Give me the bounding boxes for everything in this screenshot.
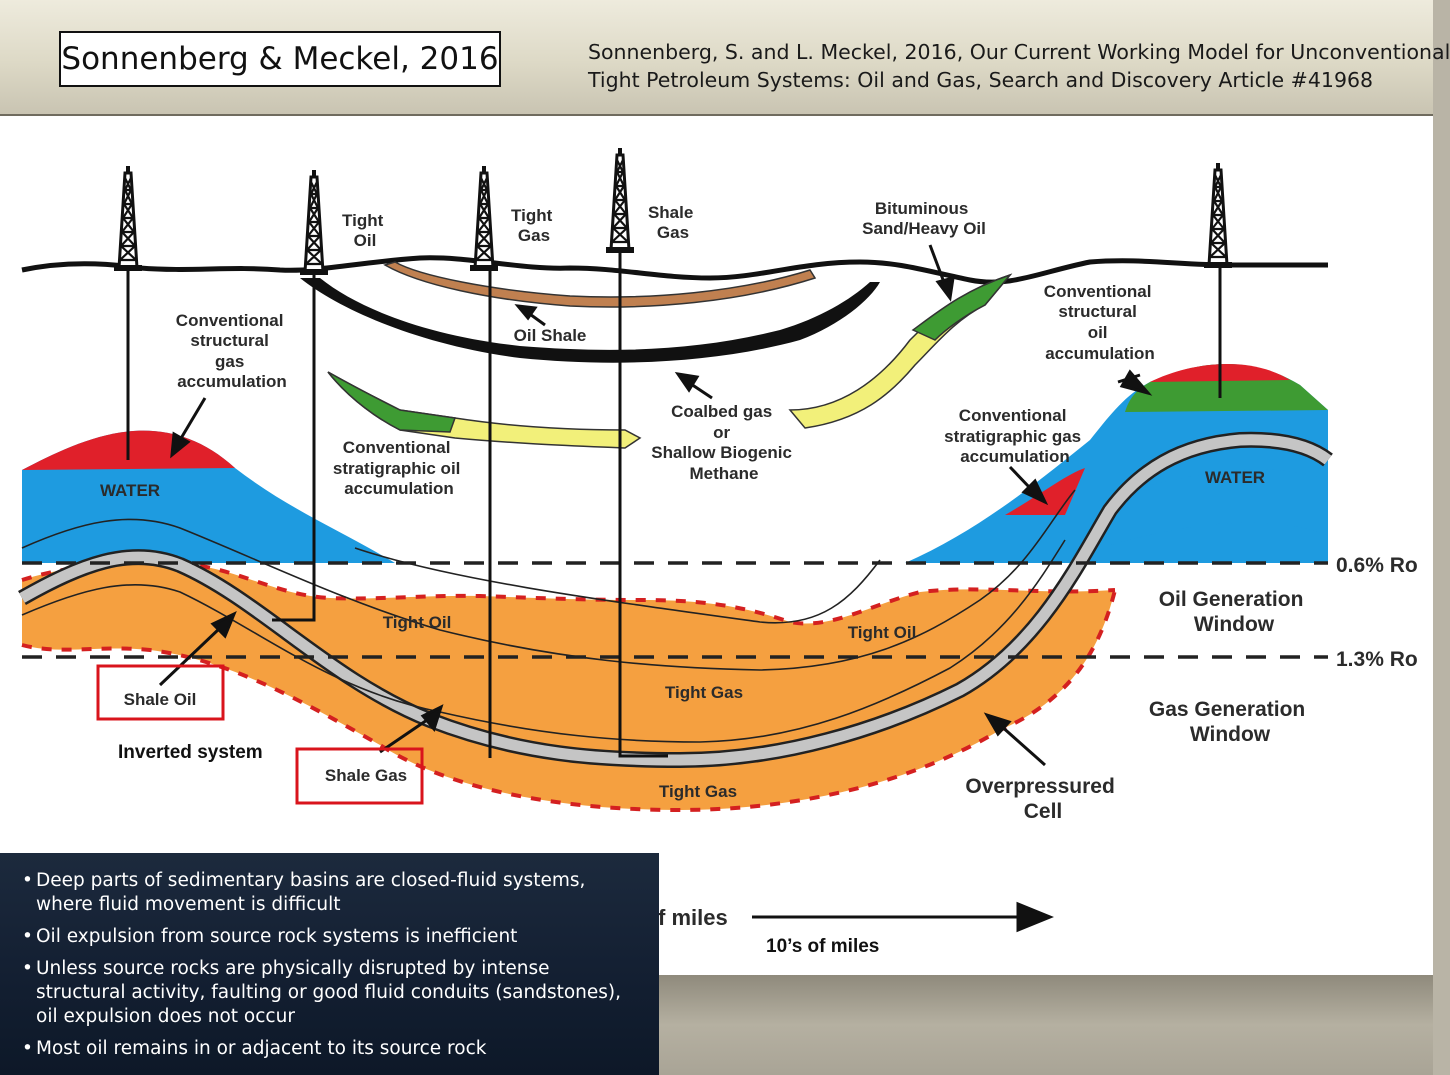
orange-bottom-dash: [21, 589, 1117, 813]
derrick-5-icon: [1202, 161, 1234, 270]
svg-text:Conventional structural: Conventional structural oil accumulation: [1044, 282, 1156, 363]
label-csg-4: accumulation: [177, 372, 287, 391]
derrick-1-icon: [112, 164, 144, 273]
bullet-2: Oil expulsion from source rock systems i…: [22, 925, 641, 949]
label-coalbed-2: or: [713, 423, 730, 442]
basin-diagram: Tight Oil Tight Gas Shale Gas Bituminous…: [0, 116, 1433, 975]
label-csg-2: structural: [190, 331, 268, 350]
svg-text:Gas Generation Window: Gas Generation Window: [1149, 698, 1311, 746]
label-coalbed-3: Shallow Biogenic: [651, 443, 792, 462]
label-cso-3: oil: [1088, 323, 1108, 342]
slide-title: Sonnenberg & Meckel, 2016: [61, 41, 499, 77]
svg-text:Shale Gas: Shale Gas: [648, 203, 698, 242]
label-tight-gas-1: Tight: [511, 206, 553, 225]
black-shale: [300, 278, 880, 363]
citation-line-1: Sonnenberg, S. and L. Meckel, 2016, Our …: [588, 40, 1450, 64]
svg-text:Tight Gas: Tight Gas: [511, 206, 557, 245]
label-oil-window-1: Oil Generation: [1159, 588, 1304, 611]
label-tight-oil-2: Oil: [354, 231, 377, 250]
label-cso-1: Conventional: [1044, 282, 1152, 301]
derrick-4-icon: [604, 146, 636, 255]
label-tight-gas-2: Gas: [518, 226, 550, 245]
label-cstrg-1: Conventional: [959, 406, 1067, 425]
label-shale-oil: Shale Oil: [124, 690, 197, 709]
label-gas-window-1: Gas Generation: [1149, 698, 1305, 721]
label-overpressured-2: Cell: [1024, 800, 1063, 823]
label-cstro-3: accumulation: [344, 479, 454, 498]
label-oil-window-2: Window: [1194, 613, 1275, 636]
label-tight-oil-zone-1: Tight Oil: [383, 613, 452, 632]
label-miles: 10’s of miles: [766, 936, 879, 957]
label-tight-gas-zone-2: Tight Gas: [659, 782, 737, 801]
svg-text:Oil Generation Window: Oil Generation Window: [1159, 588, 1310, 636]
label-tight-oil-1: Tight: [342, 211, 384, 230]
derrick-3-icon: [468, 164, 500, 273]
svg-text:Overpressured Cell: Overpressured Cell: [965, 775, 1120, 823]
label-shale-gas: Shale Gas: [325, 766, 407, 785]
label-gas-window-2: Window: [1190, 723, 1271, 746]
label-bituminous-1: Bituminous: [875, 199, 969, 218]
bullet-3: Unless source rocks are physically disru…: [22, 957, 641, 1029]
bullet-panel: Deep parts of sedimentary basins are clo…: [0, 853, 659, 1075]
svg-text:Bituminous Sand/Heavy Oil: Bituminous Sand/Heavy Oil: [862, 199, 986, 238]
bullet-1: Deep parts of sedimentary basins are clo…: [22, 869, 641, 917]
label-oil-shale: Oil Shale: [514, 326, 587, 345]
oil-shale-band: [383, 261, 817, 308]
label-csg-1: Conventional: [176, 311, 284, 330]
surface-line: [21, 255, 1328, 285]
label-shale-gas-1: Shale: [648, 203, 693, 222]
label-cso-2: structural: [1058, 302, 1136, 321]
label-inverted-system: Inverted system: [118, 742, 263, 763]
bullet-4: Most oil remains in or adjacent to its s…: [22, 1037, 641, 1061]
slide-header: Sonnenberg & Meckel, 2016 Sonnenberg, S.…: [0, 0, 1450, 116]
water-right-lower: [1100, 469, 1328, 545]
label-coalbed-4: Methane: [690, 464, 759, 483]
svg-text:Conventional stratigraphic: Conventional stratigraphic gas accumulat…: [944, 406, 1086, 466]
orange-zone: [22, 562, 1115, 810]
citation: Sonnenberg, S. and L. Meckel, 2016, Our …: [588, 38, 1450, 94]
label-water-right: WATER: [1205, 468, 1265, 487]
svg-text:Tight Oil: Tight Oil: [342, 211, 388, 250]
label-overpressured-1: Overpressured: [965, 775, 1114, 798]
svg-text:Conventional stratigraphic: Conventional stratigraphic oil accumulat…: [333, 438, 465, 498]
label-cstrg-2: stratigraphic gas: [944, 427, 1081, 446]
label-bituminous-2: Sand/Heavy Oil: [862, 219, 986, 238]
label-tight-oil-zone-2: Tight Oil: [848, 623, 917, 642]
label-csg-3: gas: [215, 352, 244, 371]
label-cso-4: accumulation: [1045, 344, 1155, 363]
label-tight-gas-zone-1: Tight Gas: [665, 683, 743, 702]
title-box: Sonnenberg & Meckel, 2016: [59, 31, 501, 87]
label-cstrg-3: accumulation: [960, 447, 1070, 466]
label-water-left: WATER: [100, 481, 160, 500]
shale-oil-box: [96, 664, 225, 721]
label-cstro-2: stratigraphic oil: [333, 459, 461, 478]
shale-gas-box: [295, 747, 424, 805]
label-coalbed-1: Coalbed gas: [671, 402, 772, 421]
derrick-2-icon: [298, 168, 330, 277]
citation-line-2: Tight Petroleum Systems: Oil and Gas, Se…: [588, 68, 1374, 92]
label-cstro-1: Conventional: [343, 438, 451, 457]
label-ro-13: 1.3% Ro: [1336, 648, 1418, 671]
svg-text:Coalbed gas or Shallow: Coalbed gas or Shallow Biogenic Methane: [651, 402, 796, 483]
label-ro-06: 0.6% Ro: [1336, 554, 1418, 577]
label-shale-gas-2: Gas: [657, 223, 689, 242]
svg-text:Conventional structural: Conventional structural gas accumulation: [176, 311, 288, 391]
label-miles-partial: f miles: [658, 905, 728, 930]
